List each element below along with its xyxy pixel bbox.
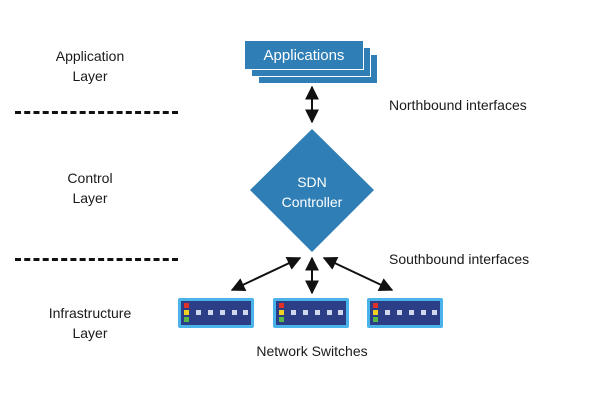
switch-port	[243, 310, 248, 315]
status-led-red	[279, 303, 284, 308]
switch-port	[220, 310, 225, 315]
status-led-green	[184, 317, 189, 322]
switch-port	[397, 310, 402, 315]
switch-panel	[181, 301, 251, 325]
switch-port	[385, 310, 390, 315]
status-led-green	[373, 317, 378, 322]
switch-port	[208, 310, 213, 315]
switch-port	[232, 310, 237, 315]
switch-port	[291, 310, 296, 315]
switch-port	[196, 310, 201, 315]
application-layer-line2: Layer	[72, 68, 108, 84]
switch-port	[303, 310, 308, 315]
applications-card-front: Applications	[244, 40, 364, 70]
status-led-yellow	[373, 310, 378, 315]
sdn-controller-line1: SDN	[297, 174, 327, 190]
switch-port	[421, 310, 426, 315]
status-led-yellow	[279, 310, 284, 315]
network-switch-left	[178, 298, 254, 328]
sdn-controller-line2: Controller	[281, 194, 343, 210]
application-layer-label: Application Layer	[25, 46, 155, 86]
control-layer-line2: Layer	[72, 190, 108, 206]
control-layer-label: Control Layer	[25, 168, 155, 208]
status-led-red	[184, 303, 189, 308]
switch-port	[315, 310, 320, 315]
southbound-arrow-left	[230, 257, 302, 291]
switch-panel	[276, 301, 346, 325]
southbound-interfaces-label: Southbound interfaces	[389, 251, 530, 267]
infrastructure-layer-label: Infrastructure Layer	[25, 303, 155, 343]
control-layer-line1: Control	[67, 170, 113, 186]
network-switch-right	[367, 298, 443, 328]
status-led-red	[373, 303, 378, 308]
infrastructure-layer-line2: Layer	[72, 325, 108, 341]
switch-port	[327, 310, 332, 315]
sdn-controller-label: SDN Controller	[262, 172, 362, 212]
network-switches-caption: Network Switches	[256, 343, 368, 359]
application-control-divider	[15, 111, 178, 114]
northbound-interfaces-label: Northbound interfaces	[389, 97, 527, 113]
infrastructure-layer-line1: Infrastructure	[48, 305, 132, 321]
switch-port	[409, 310, 414, 315]
network-switch-center	[273, 298, 349, 328]
sdn-controller-diamond	[250, 129, 374, 252]
status-led-yellow	[184, 310, 189, 315]
application-layer-line1: Application	[55, 48, 125, 64]
control-infrastructure-divider	[15, 258, 178, 261]
southbound-arrow-right	[322, 257, 394, 291]
applications-label: Applications	[263, 46, 345, 64]
switch-panel	[370, 301, 440, 325]
applications-node: Applications	[244, 40, 380, 84]
status-led-green	[279, 317, 284, 322]
switch-port	[432, 310, 437, 315]
switch-port	[338, 310, 343, 315]
